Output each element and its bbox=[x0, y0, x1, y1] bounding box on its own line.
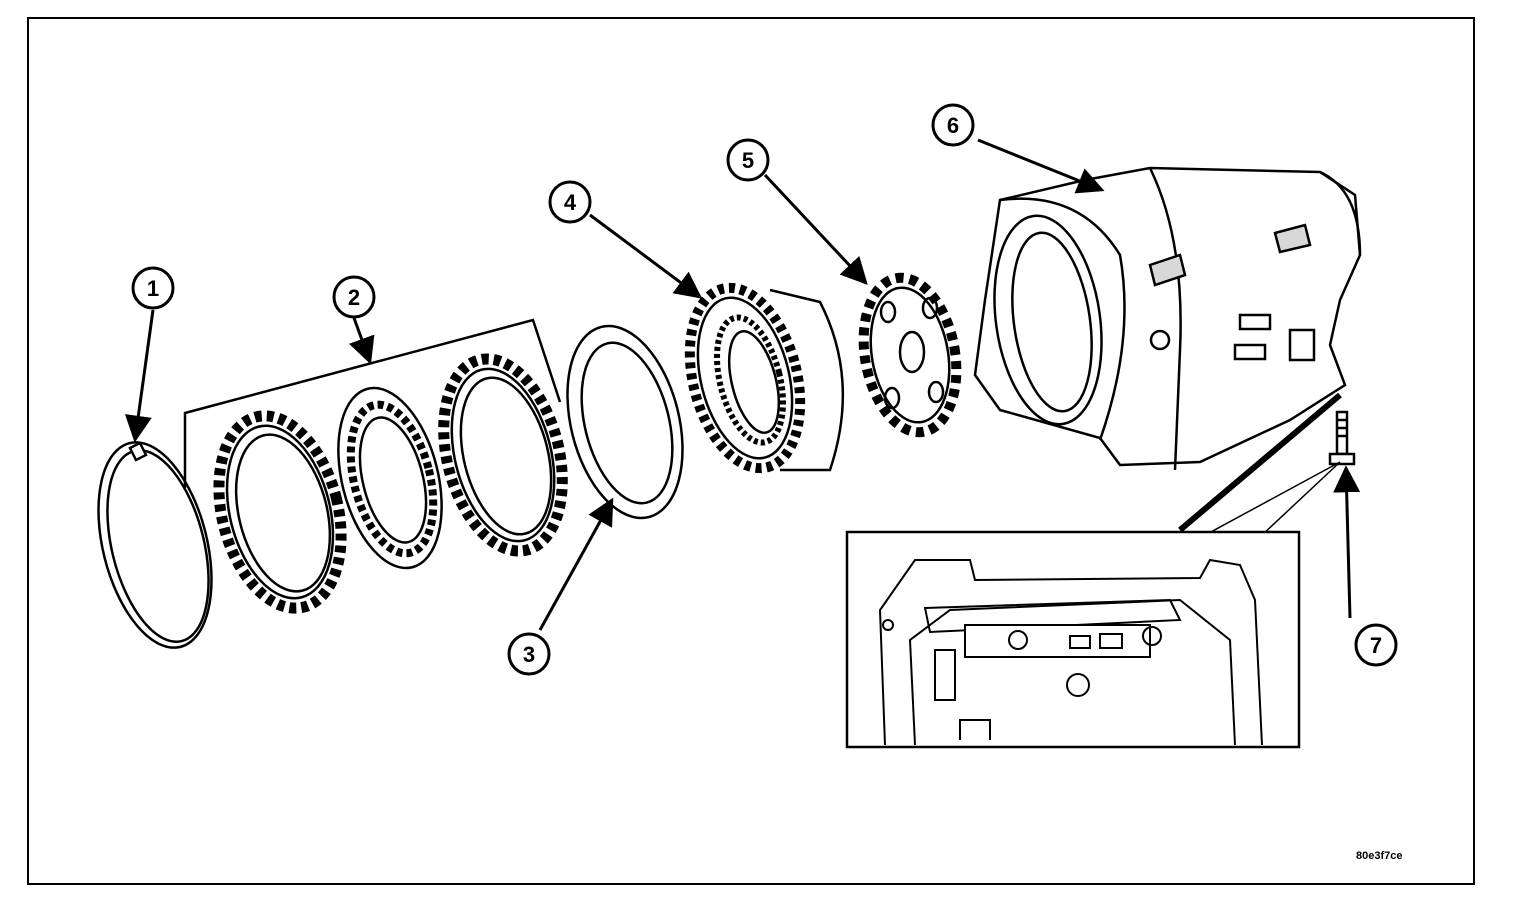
callout-arrow-1 bbox=[124, 309, 155, 443]
snap-ring bbox=[97, 441, 213, 649]
callout-arrow-7 bbox=[1333, 465, 1361, 619]
svg-text:3: 3 bbox=[523, 642, 535, 667]
svg-text:6: 6 bbox=[947, 113, 959, 138]
reaction-plate bbox=[566, 324, 684, 520]
callout-7: 7 bbox=[1354, 623, 1398, 667]
hub-sprocket bbox=[858, 272, 962, 438]
callout-5: 5 bbox=[726, 138, 770, 182]
figure-id: 80e3f7ce bbox=[1356, 850, 1403, 862]
clutch-plate-steel-2 bbox=[438, 353, 568, 557]
callout-4: 4 bbox=[548, 180, 592, 224]
callout-6: 6 bbox=[931, 103, 975, 147]
callout-arrow-5 bbox=[763, 173, 868, 285]
clutch-plate-steel-1 bbox=[213, 410, 347, 614]
svg-text:5: 5 bbox=[742, 148, 754, 173]
callout-arrow-2 bbox=[349, 317, 375, 365]
inset-detail bbox=[845, 530, 1301, 749]
svg-text:7: 7 bbox=[1370, 633, 1382, 658]
figure-frame bbox=[27, 17, 1475, 885]
svg-text:2: 2 bbox=[348, 285, 360, 310]
callout-1: 1 bbox=[131, 266, 175, 310]
clutch-drum bbox=[684, 282, 845, 474]
inset-leader-1 bbox=[1178, 392, 1342, 533]
callout-arrows bbox=[124, 138, 1361, 631]
svg-text:4: 4 bbox=[564, 190, 577, 215]
callout-2: 2 bbox=[332, 275, 376, 319]
clutch-plate-friction bbox=[337, 386, 443, 570]
svg-text:1: 1 bbox=[147, 276, 159, 301]
clutch-pack-bracket bbox=[183, 318, 562, 488]
callout-arrow-3 bbox=[538, 497, 614, 631]
transmission-case bbox=[973, 166, 1362, 471]
callout-arrow-4 bbox=[589, 213, 703, 299]
callout-3: 3 bbox=[507, 632, 551, 676]
bolt bbox=[1328, 410, 1356, 466]
callout-arrow-6 bbox=[977, 138, 1105, 194]
